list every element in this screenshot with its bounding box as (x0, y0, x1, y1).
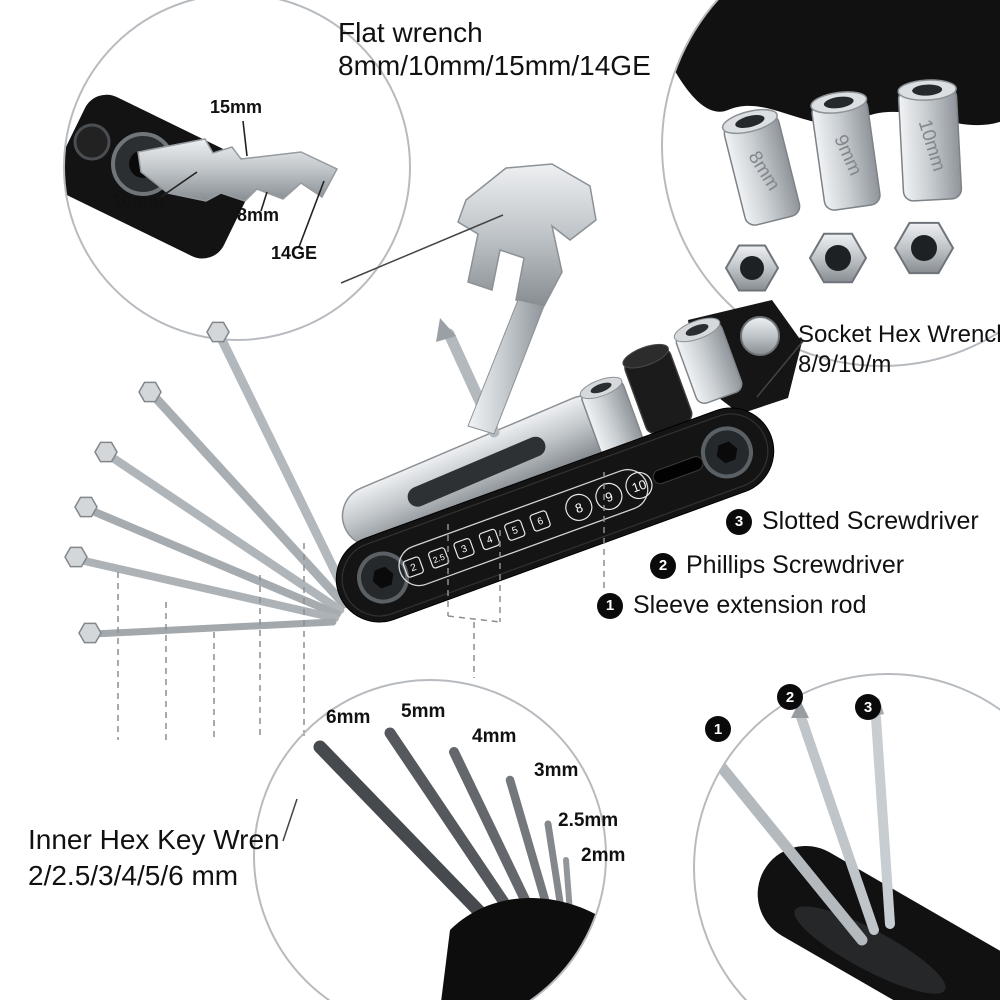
label-5mm: 5mm (401, 701, 446, 722)
spoke-wrench (457, 163, 597, 307)
chain-breaker-knob (740, 316, 780, 356)
flat-wrench-title-line2: 8mm/10mm/15mm/14GE (338, 50, 651, 82)
svg-text:4: 4 (485, 534, 494, 546)
label-8mm: 8mm (237, 205, 280, 225)
svg-text:9: 9 (603, 489, 615, 506)
bit-bullet-1: 1 (705, 716, 731, 742)
svg-text:6: 6 (536, 516, 545, 528)
socket-caption-line2: 8/9/10/m (798, 351, 892, 378)
multitool-photo: 2 2.5 3 4 5 6 8 9 10 (64, 163, 802, 644)
callout-sleeve-label: Sleeve extension rod (633, 591, 867, 619)
callout-slotted-screwdriver: 3 Slotted Screwdriver (726, 507, 979, 536)
callout-sleeve-rod: 1 Sleeve extension rod (597, 591, 866, 620)
flat-wrench (137, 138, 339, 202)
bit-bullet-2: 2 (777, 684, 803, 710)
flat-wrench-title: Flat wrench 8mm/10mm/15mm/14GE (338, 16, 651, 82)
callout-phillips-label: Phillips Screwdriver (686, 551, 905, 579)
socket-10mm: 10mm (897, 79, 963, 202)
inset-circle-border (253, 679, 607, 1000)
inset-circle-border (661, 0, 1000, 367)
numbered-bullet-3: 3 (726, 508, 752, 535)
label-6mm: 6mm (326, 707, 371, 728)
socket-caption-line1: Socket Hex Wrench (798, 321, 1000, 348)
tool-body: 2 2.5 3 4 5 6 8 9 10 (335, 407, 775, 623)
label-2-5mm: 2.5mm (558, 810, 619, 831)
numbered-bullet-1: 1 (597, 592, 623, 619)
phillips-bit (795, 709, 879, 935)
size-marking-numbers: 2 2.5 3 4 5 6 8 9 10 (409, 476, 649, 574)
dashed-annotation-lines (117, 472, 605, 740)
inset-circle-border (63, 0, 411, 341)
bits-tool-body (757, 846, 1000, 1000)
socket-sleeve-2 (673, 317, 743, 405)
hex-key-caption: Inner Hex Key Wren 2/2.5/3/4/5/6 mm (28, 822, 280, 895)
svg-text:5: 5 (511, 525, 520, 537)
callout-slotted-label: Slotted Screwdriver (762, 507, 979, 535)
socket-caption: Socket Hex Wrench 8/9/10/m (798, 320, 1000, 380)
inset-leader-lines (157, 120, 325, 248)
body-slot (652, 456, 704, 485)
black-sleeve (622, 343, 693, 435)
svg-text:3: 3 (460, 543, 469, 555)
label-3mm: 3mm (534, 760, 579, 781)
markings-capsule (398, 468, 649, 587)
slotted-bit (871, 713, 895, 929)
inset-circle-border (693, 673, 1000, 1000)
bit-bullet-3: 3 (855, 694, 881, 720)
size-markings (402, 471, 653, 578)
label-4mm: 4mm (472, 726, 517, 747)
svg-text:2: 2 (409, 562, 418, 574)
callout-phillips-screwdriver: 2 Phillips Screwdriver (650, 551, 904, 580)
svg-text:10: 10 (630, 476, 649, 495)
phillips-tip (436, 318, 456, 342)
socket-8mm: 8mm (721, 108, 801, 226)
flat-wrench-title-line1: Flat wrench (338, 17, 483, 48)
handle-bolt-small (73, 123, 111, 161)
hex-key-caption-line1: Inner Hex Key Wren (28, 824, 280, 855)
hex-key-tips (64, 321, 230, 644)
leader-lines (282, 214, 805, 842)
hex-keys (76, 331, 353, 638)
hex-key-caption-line2: 2/2.5/3/4/5/6 mm (28, 860, 239, 892)
label-10mm: 10mm (112, 191, 165, 211)
flat-wrench-inset-photo (64, 94, 339, 259)
label-2mm: 2mm (581, 845, 626, 866)
socket-sleeve-1 (579, 376, 644, 458)
socket-9mm: 9mm (810, 91, 881, 211)
socket-inset-photo: 8mm 9mm 10mm (662, 0, 1000, 292)
svg-text:8: 8 (573, 500, 585, 517)
numbered-bullet-2: 2 (650, 552, 676, 579)
wrench-arm (467, 299, 545, 435)
svg-text:2.5: 2.5 (432, 552, 447, 566)
label-15mm: 15mm (210, 97, 263, 117)
label-14ge: 14GE (271, 243, 318, 263)
sleeve-extension-rod (700, 742, 868, 946)
bits-inset-photo (700, 698, 1000, 1000)
